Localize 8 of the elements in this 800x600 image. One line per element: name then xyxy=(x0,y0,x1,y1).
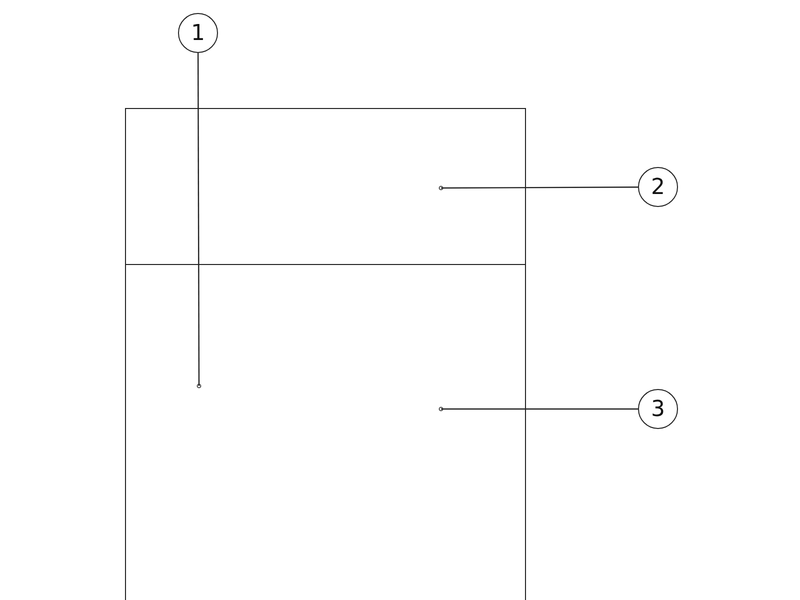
callout-number: 2 xyxy=(638,167,678,207)
leader-line xyxy=(196,53,202,388)
upper-section xyxy=(125,108,526,265)
leader-line xyxy=(438,186,638,190)
callout-number: 3 xyxy=(638,389,678,429)
lower-section xyxy=(125,264,526,600)
callout-number: 1 xyxy=(178,13,218,53)
leader-line xyxy=(438,406,638,412)
